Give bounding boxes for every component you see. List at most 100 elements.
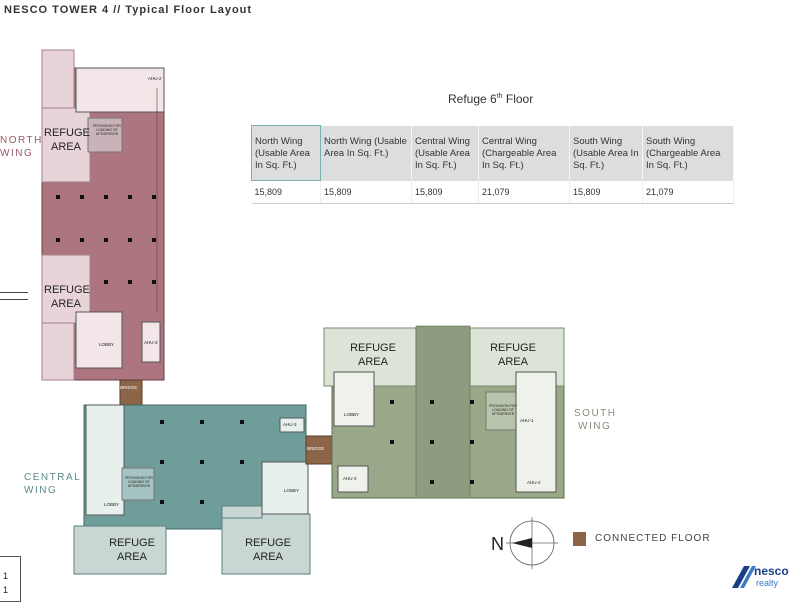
refuge-line1: REFUGE xyxy=(109,537,155,549)
column-marker xyxy=(430,480,434,484)
refuge-line2: AREA xyxy=(51,141,81,153)
column-marker xyxy=(104,280,108,284)
column-marker xyxy=(390,440,394,444)
central-provision-box xyxy=(121,467,155,501)
column-marker xyxy=(104,238,108,242)
central-refuge-left xyxy=(73,525,167,575)
compass-north-label: N xyxy=(491,534,504,554)
table-header-cell: South Wing (Chargeable Area In Sq. Ft.) xyxy=(642,125,734,181)
column-marker xyxy=(160,420,164,424)
column-marker xyxy=(240,460,244,464)
column-marker xyxy=(128,238,132,242)
table-cell: 15,809 xyxy=(411,180,479,204)
refuge-line2: AREA xyxy=(358,356,388,368)
refuge-line2: AREA xyxy=(498,356,528,368)
table-cell: 21,079 xyxy=(478,180,570,204)
column-marker xyxy=(128,280,132,284)
column-marker xyxy=(56,195,60,199)
column-markers xyxy=(56,195,474,504)
bridge-label-south: BRIDGE xyxy=(307,446,325,451)
north-provision-box xyxy=(87,117,123,153)
legend-label: CONNECTED FLOOR xyxy=(595,533,711,544)
column-marker xyxy=(160,460,164,464)
table-header-row: North Wing (Usable Area In Sq. Ft.) Nort… xyxy=(251,125,734,181)
refuge-line2: AREA xyxy=(51,298,81,310)
table-cell: 15,809 xyxy=(251,180,321,204)
column-marker xyxy=(470,400,474,404)
column-marker xyxy=(200,500,204,504)
south-wing-label-line1: SOUTH xyxy=(574,408,617,419)
north-wing-label-line1: NORTH xyxy=(0,135,43,146)
compass-rose xyxy=(506,517,558,569)
south-wing xyxy=(323,325,565,499)
north-core-bottom xyxy=(75,311,123,369)
north-wing-label: NORTH WING xyxy=(0,134,43,160)
nesco-logo-mark xyxy=(732,566,756,588)
south-provision-box xyxy=(485,391,519,431)
bridge-north-central xyxy=(119,379,143,407)
south-provision-label: PROVISION FOR LOADING OF UPS/SERVER xyxy=(489,404,517,416)
central-wing-label: CENTRAL WING xyxy=(24,471,81,497)
refuge-line1: REFUGE xyxy=(44,127,90,139)
refuge-line2: AREA xyxy=(117,551,147,563)
compass-needle xyxy=(512,538,532,548)
column-marker xyxy=(430,440,434,444)
north-provision-label: PROVISION FOR LOADING OF UPS/SERVER xyxy=(93,124,121,136)
room-label-ahu3: AHU-3 xyxy=(144,340,158,345)
table-title: Refuge 6th Floor xyxy=(448,92,534,106)
column-marker xyxy=(240,420,244,424)
table-cell: 15,809 xyxy=(569,180,643,204)
column-marker xyxy=(160,500,164,504)
south-refuge-right-label: REFUGE AREA xyxy=(476,341,550,369)
south-wing-label: SOUTH WING xyxy=(574,407,617,433)
logo-name: nesco xyxy=(754,564,789,578)
room-label-lobby-south: LOBBY xyxy=(344,412,360,417)
north-ahu-box xyxy=(141,321,161,363)
refuge-line1: REFUGE xyxy=(245,537,291,549)
refuge-line1: REFUGE xyxy=(44,284,90,296)
room-label-lobby-central: LOBBY xyxy=(284,488,300,493)
column-marker xyxy=(56,238,60,242)
north-refuge-top xyxy=(41,107,91,183)
south-wing-label-line2: WING xyxy=(578,421,612,432)
logo-stripe-1 xyxy=(732,566,750,588)
column-marker xyxy=(390,400,394,404)
central-core-right xyxy=(261,461,309,515)
legend-swatch xyxy=(573,532,586,546)
column-marker xyxy=(470,440,474,444)
room-label-ahu2: AHU-2 xyxy=(148,76,162,81)
table-header-cell: South Wing (Usable Area In Sq. Ft.) xyxy=(569,125,643,181)
room-label-ahu1-south: AHU-1 xyxy=(520,418,534,423)
table-header-cell: North Wing (Usable Area In Sq. Ft.) xyxy=(251,125,321,181)
north-refuge-top-label: REFUGE AREA xyxy=(44,126,90,154)
central-refuge-right xyxy=(221,513,311,575)
side-box-line2: 1 xyxy=(3,585,9,595)
logo-sub: realty xyxy=(756,578,779,588)
page-title: NESCO TOWER 4 // Typical Floor Layout xyxy=(4,4,253,16)
refuge-line1: REFUGE xyxy=(350,342,396,354)
table-row: 15,809 15,809 15,809 21,079 15,809 21,07… xyxy=(251,180,734,204)
south-ahu-left xyxy=(337,465,369,493)
column-marker xyxy=(128,195,132,199)
room-label-ahu3-south: AHU-3 xyxy=(343,476,357,481)
column-marker xyxy=(80,238,84,242)
south-center-strip xyxy=(415,325,471,499)
column-marker xyxy=(200,460,204,464)
table-header-cell: Central Wing (Usable Area In Sq. Ft.) xyxy=(411,125,479,181)
north-wing-label-line2: WING xyxy=(0,148,34,159)
table-cell: 21,079 xyxy=(642,180,734,204)
central-wing-label-line1: CENTRAL xyxy=(24,472,82,483)
column-marker xyxy=(80,195,84,199)
room-label-ahu2-south: AHU-2 xyxy=(527,480,541,485)
south-refuge-left-label: REFUGE AREA xyxy=(336,341,410,369)
table-header-cell: Central Wing (Chargeable Area In Sq. Ft.… xyxy=(478,125,570,181)
central-core-left xyxy=(85,404,125,516)
area-table: North Wing (Usable Area In Sq. Ft.) Nort… xyxy=(251,125,734,204)
room-label-lobby-central-left: LOBBY xyxy=(104,502,120,507)
north-core-top xyxy=(75,67,165,113)
central-wing-label-line2: WING xyxy=(24,485,58,496)
south-core-left xyxy=(333,371,375,427)
column-marker xyxy=(152,238,156,242)
north-wing-marker-line-2 xyxy=(0,299,28,300)
